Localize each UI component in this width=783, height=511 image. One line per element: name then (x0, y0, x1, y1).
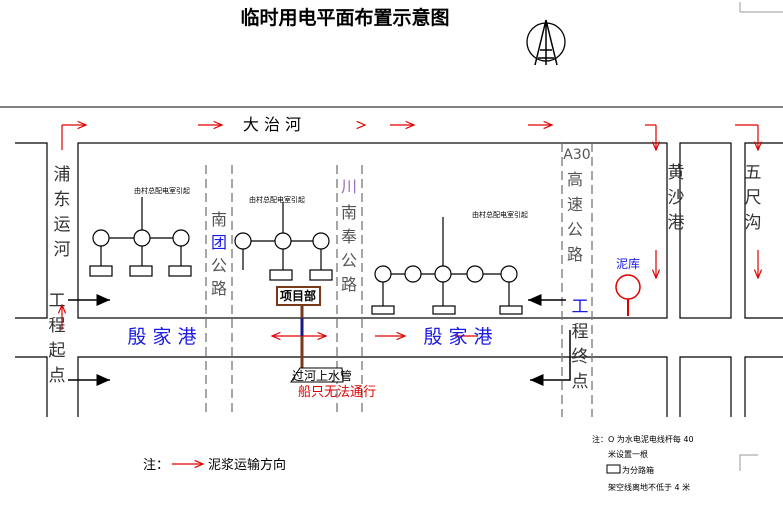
svg-text:东: 东 (54, 190, 71, 210)
north-arrow-icon (526, 19, 566, 66)
svg-text:A30: A30 (563, 147, 590, 163)
svg-text:高: 高 (567, 170, 583, 189)
svg-text:程: 程 (49, 316, 66, 336)
chuannanfeng-road-label: 川 南 奉 公 路 (341, 177, 357, 294)
svg-text:工: 工 (572, 297, 589, 317)
river-yinjiagang-right: 殷 家 港 (423, 326, 492, 348)
svg-text:速: 速 (567, 195, 583, 214)
corner-mark-top (739, 2, 783, 13)
legend-note: 注： (143, 458, 169, 473)
legend-box-icon (606, 464, 621, 474)
river-yinjiagang-left: 殷 家 港 (127, 326, 196, 348)
svg-text:路: 路 (341, 275, 357, 294)
power-group-3 (371, 217, 523, 315)
legend-height-note: 架空线离地不低于 4 米 (608, 482, 690, 492)
svg-text:南: 南 (341, 203, 357, 222)
river-dazhi: 大 治 河 (243, 115, 301, 134)
pudong-canal-label: 浦 东 运 河 (54, 165, 71, 260)
svg-text:南: 南 (211, 210, 227, 229)
nantuan-road-label: 南 团 公 路 (211, 210, 227, 298)
svg-text:川: 川 (341, 177, 357, 196)
project-office-label: 项目部 (280, 288, 316, 303)
end-point-label: 工 程 终 点 (572, 297, 589, 392)
a30-road-label: A30 高 速 公 路 (563, 147, 590, 264)
svg-text:河: 河 (54, 240, 71, 260)
svg-text:公: 公 (567, 220, 583, 239)
legend-box-note: 为分路箱 (622, 465, 654, 475)
legend-pole-note-2: 米设置一根 (608, 449, 648, 459)
page-title: 临时用电平面布置示意图 (240, 6, 449, 29)
pipe-marker (290, 367, 344, 383)
svg-text:公: 公 (341, 251, 357, 270)
power-source-label-2: 由村总配电室引起 (249, 195, 305, 204)
svg-text:公: 公 (211, 256, 227, 275)
svg-text:黄: 黄 (668, 163, 685, 183)
huangsha-label: 黄 沙 港 (668, 163, 685, 233)
corner-mark-bottom (739, 454, 758, 471)
power-group-1 (89, 197, 192, 277)
svg-text:工: 工 (49, 291, 66, 311)
svg-text:路: 路 (567, 245, 583, 264)
project-office-box (276, 286, 321, 306)
svg-text:沟: 沟 (745, 213, 762, 233)
pipe-label: 过河上水管 (292, 368, 352, 383)
mud-pit-label: 泥库 (616, 256, 640, 271)
power-source-label-1: 由村总配电室引起 (134, 186, 190, 195)
svg-text:尺: 尺 (745, 188, 762, 208)
no-ship-label: 船只无法通行 (298, 385, 376, 400)
svg-text:路: 路 (211, 279, 227, 298)
start-point-label: 工 程 起 点 (49, 291, 66, 386)
svg-text:程: 程 (572, 322, 589, 342)
power-source-label-3: 由村总配电室引起 (472, 210, 528, 219)
svg-text:终: 终 (572, 347, 589, 367)
wuchi-label: 五 尺 沟 (745, 163, 762, 233)
svg-text:沙: 沙 (668, 188, 685, 208)
svg-text:五: 五 (745, 163, 762, 183)
svg-text:起: 起 (49, 341, 66, 361)
svg-text:点: 点 (49, 366, 66, 386)
transport-arrows (68, 294, 571, 386)
road-edges (205, 143, 593, 417)
svg-text:浦: 浦 (54, 165, 71, 185)
flow-arrows (62, 125, 758, 336)
svg-text:奉: 奉 (341, 227, 357, 246)
mud-pit-icon (615, 274, 641, 300)
land-blocks (15, 142, 783, 417)
svg-text:点: 点 (572, 372, 589, 392)
power-group-2 (234, 202, 333, 281)
legend-arrow-desc: 泥浆运输方向 (208, 457, 286, 473)
legend-pole-note-1: 注：O 为水电泥电线杆每 40 (592, 434, 694, 444)
svg-text:港: 港 (668, 213, 685, 233)
svg-text:团: 团 (211, 233, 227, 252)
svg-text:运: 运 (54, 215, 71, 235)
